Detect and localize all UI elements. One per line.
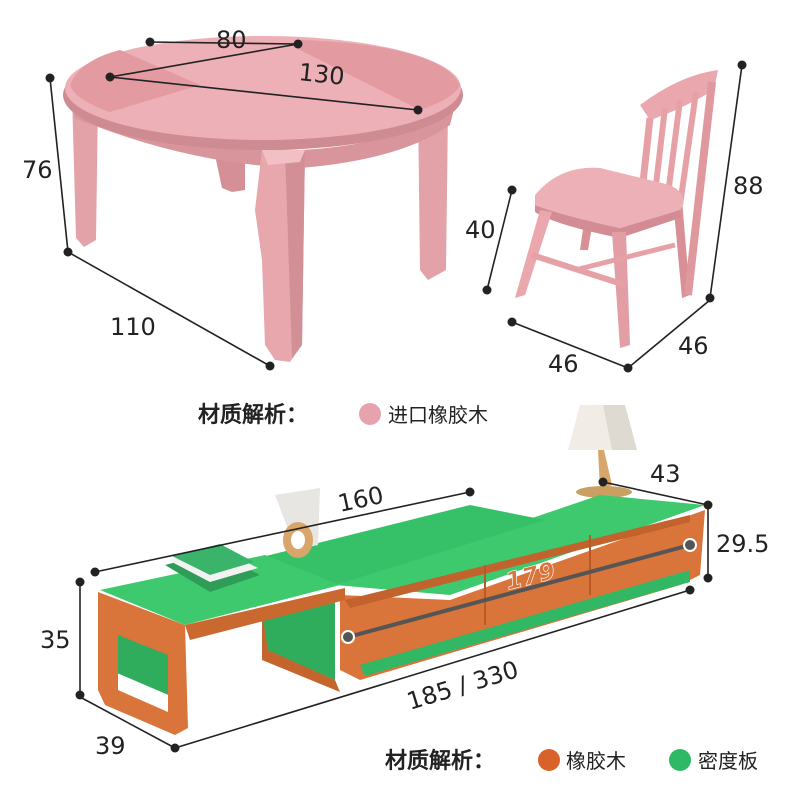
chair-leg-front-right bbox=[612, 232, 630, 348]
chair: 88 40 46 46 bbox=[465, 60, 764, 378]
cabinet-dim-29-5: 29.5 bbox=[716, 530, 769, 558]
table-dim-130: 130 bbox=[297, 58, 345, 91]
table-dim-110: 110 bbox=[110, 313, 156, 341]
chair-seat bbox=[535, 167, 684, 228]
table-leg-back bbox=[215, 155, 245, 192]
table-leaf-left bbox=[70, 50, 200, 112]
legend-bottom-title: 材质解析： bbox=[385, 748, 495, 774]
table-lamp bbox=[568, 405, 637, 498]
table-dim-76: 76 bbox=[22, 156, 53, 184]
table-leg-left bbox=[72, 95, 98, 247]
cabinet-left-frame bbox=[98, 592, 188, 735]
cabinet-green-base bbox=[360, 570, 690, 676]
cabinet-dim-43: 43 bbox=[650, 460, 681, 488]
dim-line-76 bbox=[49, 77, 69, 253]
legend-top: 材质解析： 进口橡胶木 bbox=[198, 402, 488, 428]
dim-line-110 bbox=[67, 251, 271, 367]
chair-seat-edge bbox=[535, 205, 680, 238]
round-table: 80 130 76 110 bbox=[22, 26, 463, 371]
cabinet-left-top bbox=[100, 555, 340, 625]
legend-swatch-rubberwood bbox=[538, 749, 560, 771]
cabinet-right-front bbox=[340, 510, 705, 680]
legend-top-label: 进口橡胶木 bbox=[388, 403, 488, 427]
dim-line-80 bbox=[149, 41, 299, 45]
table-dim-80: 80 bbox=[216, 26, 247, 54]
chair-back-frame bbox=[640, 70, 718, 120]
dim-line-130 bbox=[109, 76, 419, 111]
legend-label-rubberwood: 橡胶木 bbox=[566, 749, 626, 773]
cabinet-right-top bbox=[335, 495, 705, 595]
chair-dim-40: 40 bbox=[465, 216, 496, 244]
table-apron bbox=[70, 95, 455, 168]
table-leg-front-shade bbox=[285, 150, 305, 358]
legend-swatch-mdf bbox=[669, 749, 691, 771]
table-leaf-right bbox=[290, 40, 460, 110]
chair-dim-88: 88 bbox=[733, 172, 764, 200]
chair-leg-back-right bbox=[673, 200, 690, 298]
tv-cabinet: 160 179 43 29.5 35 185 / 330 39 bbox=[40, 405, 769, 760]
chair-dim-46-left: 46 bbox=[548, 350, 579, 378]
table-foot bbox=[262, 150, 305, 165]
cabinet-dim-35: 35 bbox=[40, 626, 71, 654]
legend-top-swatch bbox=[359, 403, 381, 425]
cabinet-dim-185-330: 185 / 330 bbox=[404, 655, 522, 715]
cabinet-dim-39: 39 bbox=[95, 732, 126, 760]
legend-bottom: 材质解析： 橡胶木 密度板 bbox=[385, 748, 758, 774]
chair-dim-46-right: 46 bbox=[678, 332, 709, 360]
cabinet-middle-top bbox=[250, 505, 545, 585]
legend-label-mdf: 密度板 bbox=[698, 749, 758, 773]
legend-top-title: 材质解析： bbox=[198, 402, 308, 428]
table-leg-right bbox=[418, 105, 448, 280]
